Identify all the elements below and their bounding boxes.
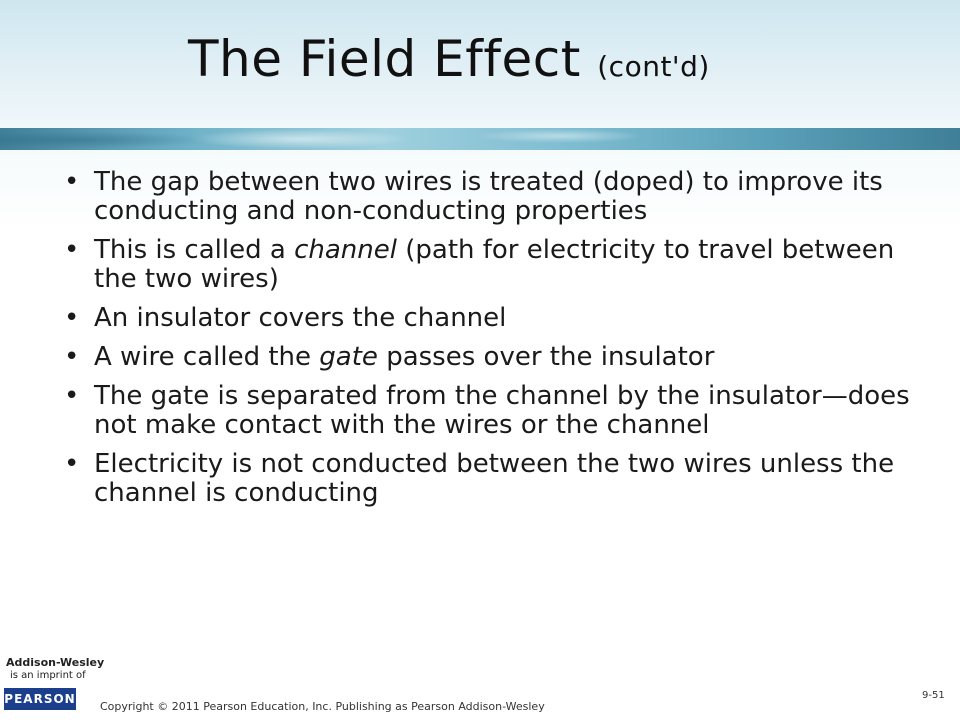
bullet-item: • The gate is separated from the channel…	[64, 382, 920, 440]
bullet-item: • An insulator covers the channel	[64, 304, 920, 333]
publisher-logo: Addison-Wesley is an imprint of PEARSON	[0, 656, 104, 720]
bullet-text: A wire called the	[94, 342, 320, 372]
pearson-logo: PEARSON	[4, 688, 76, 710]
page-number: 9-51	[922, 690, 945, 701]
bullet-icon: •	[64, 449, 80, 479]
slide-title-subtitle: (cont'd)	[597, 50, 710, 83]
bullet-icon: •	[64, 167, 80, 197]
bullet-list: • The gap between two wires is treated (…	[64, 168, 920, 518]
logo-line-imprint: is an imprint of	[10, 670, 86, 681]
bullet-text-tail: passes over the insulator	[377, 342, 715, 372]
bullet-item: • This is called a channel (path for ele…	[64, 236, 920, 294]
copyright-notice: Copyright © 2011 Pearson Education, Inc.…	[100, 700, 545, 713]
bullet-item: • Electricity is not conducted between t…	[64, 450, 920, 508]
slide-title: The Field Effect (cont'd)	[188, 24, 710, 102]
bullet-item: • The gap between two wires is treated (…	[64, 168, 920, 226]
bullet-text: The gap between two wires is treated (do…	[94, 167, 883, 226]
bullet-text: The gate is separated from the channel b…	[94, 381, 910, 440]
bullet-text: This is called a	[94, 235, 295, 265]
bullet-icon: •	[64, 381, 80, 411]
bullet-item: • A wire called the gate passes over the…	[64, 343, 920, 372]
bullet-emphasis: channel	[294, 235, 397, 265]
logo-line-addison-wesley: Addison-Wesley	[6, 656, 105, 669]
bullet-text-tail: (path for electricity to travel between …	[94, 235, 895, 294]
bullet-text: An insulator covers the channel	[94, 303, 507, 333]
bullet-icon: •	[64, 303, 80, 333]
bullet-icon: •	[64, 235, 80, 265]
bullet-text: Electricity is not conducted between the…	[94, 449, 895, 508]
decorative-water-band	[0, 128, 960, 150]
slide-title-main: The Field Effect	[188, 30, 581, 88]
bullet-icon: •	[64, 342, 80, 372]
bullet-emphasis: gate	[319, 342, 378, 372]
